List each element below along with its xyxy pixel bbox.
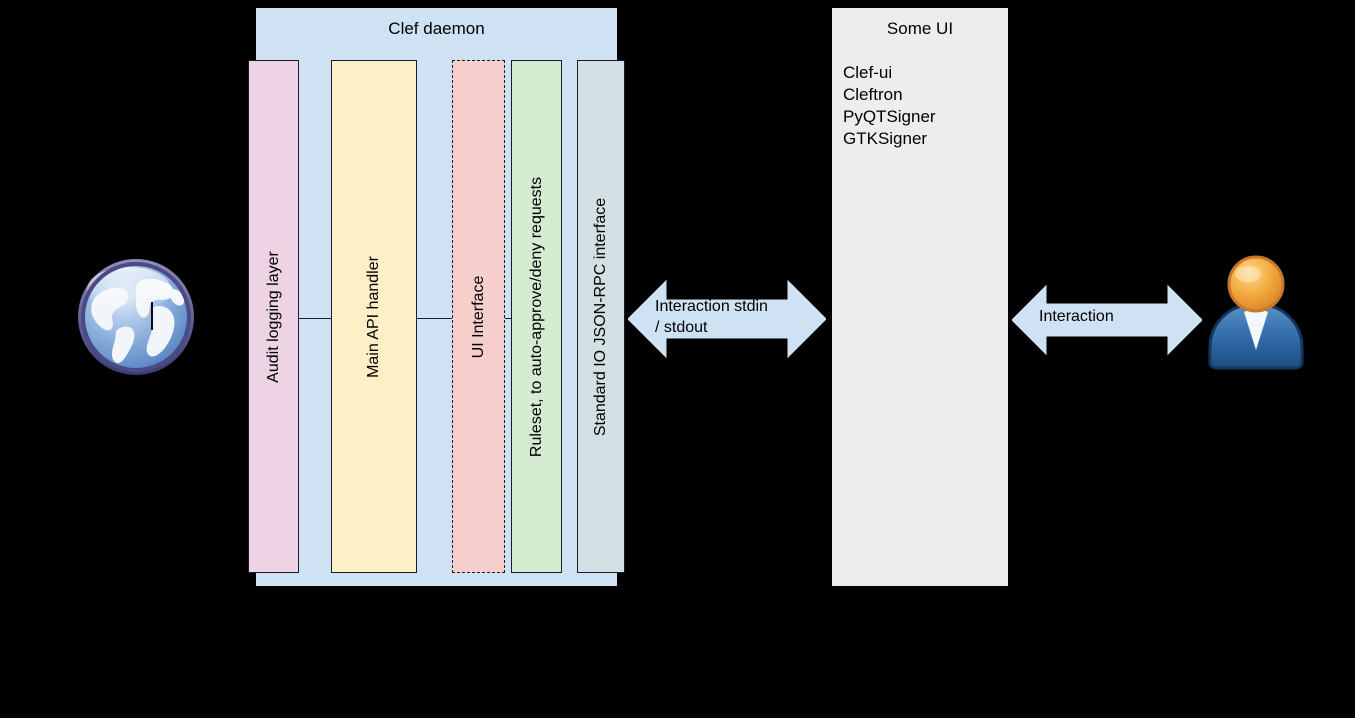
connector-api-to-uiinterface	[415, 318, 454, 319]
list-item: Clef-ui	[843, 63, 893, 82]
layer-ruleset[interactable]: Ruleset, to auto-approve/deny requests	[511, 60, 562, 573]
layer-label: Main API handler	[365, 255, 382, 378]
some-ui-panel	[832, 8, 1008, 586]
some-ui-title: Some UI	[886, 19, 954, 38]
clef-daemon-title: Clef daemon	[388, 19, 485, 38]
user-icon	[1204, 254, 1308, 370]
list-item: PyQTSigner	[843, 107, 936, 126]
arrow-stdin-stdout-label: Interaction stdin / stdout	[655, 298, 768, 336]
layer-main-api-handler[interactable]: Main API handler	[331, 60, 417, 573]
clef-daemon-container	[256, 8, 617, 586]
layer-standard-io-jsonrpc-interface[interactable]: Standard IO JSON-RPC interface	[577, 60, 625, 573]
connector-uiinterface-to-ruleset	[503, 318, 514, 319]
layer-audit-logging-layer[interactable]: Audit logging layer	[248, 60, 299, 573]
layer-label: Ruleset, to auto-approve/deny requests	[527, 176, 545, 457]
list-item: Cleftron	[843, 85, 903, 104]
layer-ui-interface[interactable]: UI Interface	[452, 60, 505, 573]
arrow-interaction-label: Interaction	[1039, 308, 1114, 325]
layer-label: UI Interface	[469, 275, 487, 358]
some-ui-list: Clef-ui Cleftron PyQTSigner GTKSigner	[843, 62, 1003, 150]
connector-audit-to-api	[297, 318, 333, 319]
layer-label: Audit logging layer	[264, 250, 282, 383]
layer-label: Standard IO JSON-RPC interface	[592, 197, 609, 436]
arrow-interaction	[1012, 284, 1202, 356]
globe-icon	[74, 255, 198, 379]
arrow-stdin-stdout	[628, 278, 826, 360]
list-item: GTKSigner	[843, 129, 928, 148]
